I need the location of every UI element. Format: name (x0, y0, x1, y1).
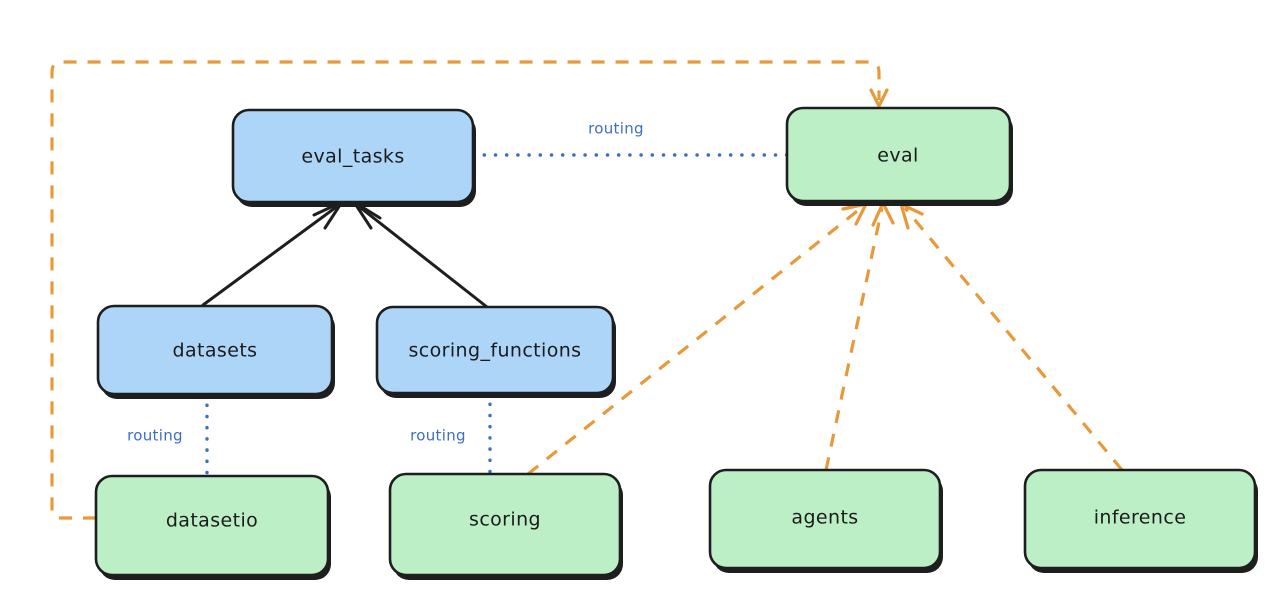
edge-datasets-to-eval_tasks (201, 200, 344, 307)
edge-label-routing-eval: routing (588, 120, 644, 138)
node-datasetio[interactable]: datasetio (94, 474, 331, 580)
node-datasets[interactable]: datasets (96, 304, 335, 399)
edge-scoring_functions-to-eval_tasks (352, 200, 489, 309)
node-body-datasetio[interactable] (94, 474, 330, 577)
edge-label-routing-scoring: routing (410, 427, 466, 445)
node-label-eval_tasks: eval_tasks (301, 146, 404, 168)
node-eval_tasks[interactable]: eval_tasks (231, 108, 476, 207)
node-label-scoring_functions: scoring_functions (409, 340, 582, 362)
edge-datasets-to-datasetio: routing (127, 392, 209, 478)
node-body-datasets[interactable] (96, 304, 334, 396)
edge-label-routing-datasetio: routing (127, 427, 183, 445)
node-body-scoring[interactable] (388, 472, 622, 577)
node-label-inference: inference (1094, 507, 1187, 529)
node-agents[interactable]: agents (708, 468, 943, 573)
node-body-agents[interactable] (708, 468, 942, 570)
node-scoring_functions[interactable]: scoring_functions (375, 305, 616, 398)
node-eval[interactable]: eval (785, 106, 1013, 206)
node-label-datasetio: datasetio (166, 510, 258, 532)
edge-datasetio-to-eval (50, 60, 889, 520)
node-inference[interactable]: inference (1023, 468, 1258, 573)
edge-scoring_functions-to-scoring: routing (410, 391, 492, 476)
node-body-inference[interactable] (1023, 468, 1257, 570)
node-body-eval_tasks[interactable] (231, 108, 475, 204)
edge-inference-to-eval (898, 201, 1124, 472)
edge-group: routing routing routing (50, 60, 1124, 520)
edge-eval_tasks-to-eval: routing (471, 120, 789, 157)
node-body-scoring_functions[interactable] (375, 305, 615, 395)
node-body-eval[interactable] (785, 106, 1012, 203)
node-label-eval: eval (877, 145, 918, 167)
edge-agents-to-eval (824, 199, 895, 471)
node-label-datasets: datasets (173, 340, 258, 362)
node-label-agents: agents (791, 507, 858, 529)
node-label-scoring: scoring (469, 509, 541, 531)
node-group: eval_tasks eval datasets scoring_functio… (94, 106, 1258, 580)
node-scoring[interactable]: scoring (388, 472, 623, 580)
